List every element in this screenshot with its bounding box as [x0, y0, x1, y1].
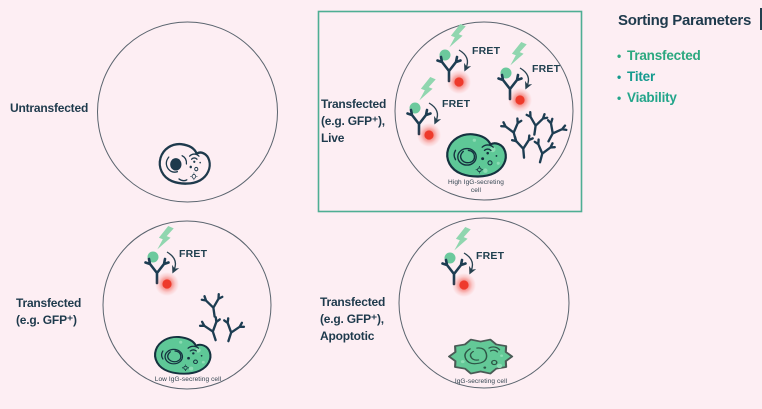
cropped-edge-mark [759, 8, 762, 30]
sorting-parameter-transfected: • Transfected [617, 48, 701, 69]
label-line: Apoptotic [320, 329, 375, 343]
secreted-antibody-cluster-high [499, 110, 569, 167]
label-line: Untransfected [10, 101, 89, 115]
antibody-icon [200, 292, 227, 320]
bullet-icon: • [617, 91, 622, 105]
caption-line: IgG-secreting cell [454, 378, 508, 385]
caption-line: High IgG-secreting [448, 179, 504, 186]
panel-label-transfected: Transfected (e.g. GFP⁺) [16, 295, 81, 329]
fret-label: FRET [442, 98, 471, 110]
antibody-icon [217, 316, 247, 346]
apoptotic-cell-icon [448, 338, 514, 375]
sorting-parameter-label: Viability [627, 90, 677, 105]
fret-unit-icon [499, 42, 533, 112]
fret-unit-icon [438, 24, 472, 94]
sorting-parameter-viability: • Viability [617, 90, 701, 111]
label-line: Transfected [320, 295, 386, 309]
antibody-icon [538, 116, 569, 148]
secreted-antibody-cluster-low [197, 292, 247, 346]
well-circle-transfected [102, 220, 272, 390]
label-line: (e.g. GFP⁺) [16, 313, 77, 327]
fret-label: FRET [472, 45, 501, 57]
label-line: (e.g. GFP⁺), [321, 114, 385, 128]
bullet-icon: • [617, 70, 622, 84]
antibody-icon [528, 137, 557, 167]
fret-unit-icon [146, 226, 180, 296]
label-line: Live [321, 131, 345, 145]
panel-label-untransfected: Untransfected [10, 100, 88, 117]
well-circle-untransfected [97, 21, 278, 203]
sorting-parameter-label: Transfected [627, 48, 701, 63]
well-circle-transfected-live [394, 21, 574, 201]
fret-unit-icon [443, 227, 477, 297]
label-line: Transfected [321, 97, 387, 111]
fret-label: FRET [179, 248, 208, 260]
caption-line: cell [470, 187, 482, 194]
antibody-icon [522, 110, 549, 138]
untransfected-cell-icon [158, 142, 211, 185]
fret-unit-icon [408, 77, 442, 147]
cell-caption-low: Low IgG-secreting cell [138, 376, 238, 384]
panel-label-transfected-apoptotic: Transfected (e.g. GFP⁺), Apoptotic [320, 294, 385, 345]
sorting-parameters-list: • Transfected • Titer • Viability [617, 48, 701, 111]
fret-label: FRET [532, 63, 561, 75]
fret-label: FRET [476, 250, 505, 262]
bullet-icon: • [617, 49, 622, 63]
antibody-icon [197, 315, 227, 345]
caption-line: Low IgG-secreting cell [154, 376, 222, 383]
panel-label-transfected-live: Transfected (e.g. GFP⁺), Live [321, 96, 386, 147]
cell-caption-apoptotic: IgG-secreting cell [431, 378, 531, 386]
high-secreting-cell-icon [446, 133, 507, 178]
sorting-parameter-titer: • Titer [617, 69, 701, 90]
label-line: Transfected [16, 296, 82, 310]
label-line: (e.g. GFP⁺), [320, 312, 384, 326]
low-secreting-cell-icon [154, 335, 212, 375]
antibody-icon [510, 134, 536, 160]
well-circle-transfected-apoptotic [398, 217, 570, 389]
cell-caption-high: High IgG-secreting cell [436, 179, 516, 195]
sorting-parameter-label: Titer [627, 69, 656, 84]
selection-highlight-box [317, 10, 583, 213]
sorting-parameters-title: Sorting Parameters [618, 12, 751, 29]
